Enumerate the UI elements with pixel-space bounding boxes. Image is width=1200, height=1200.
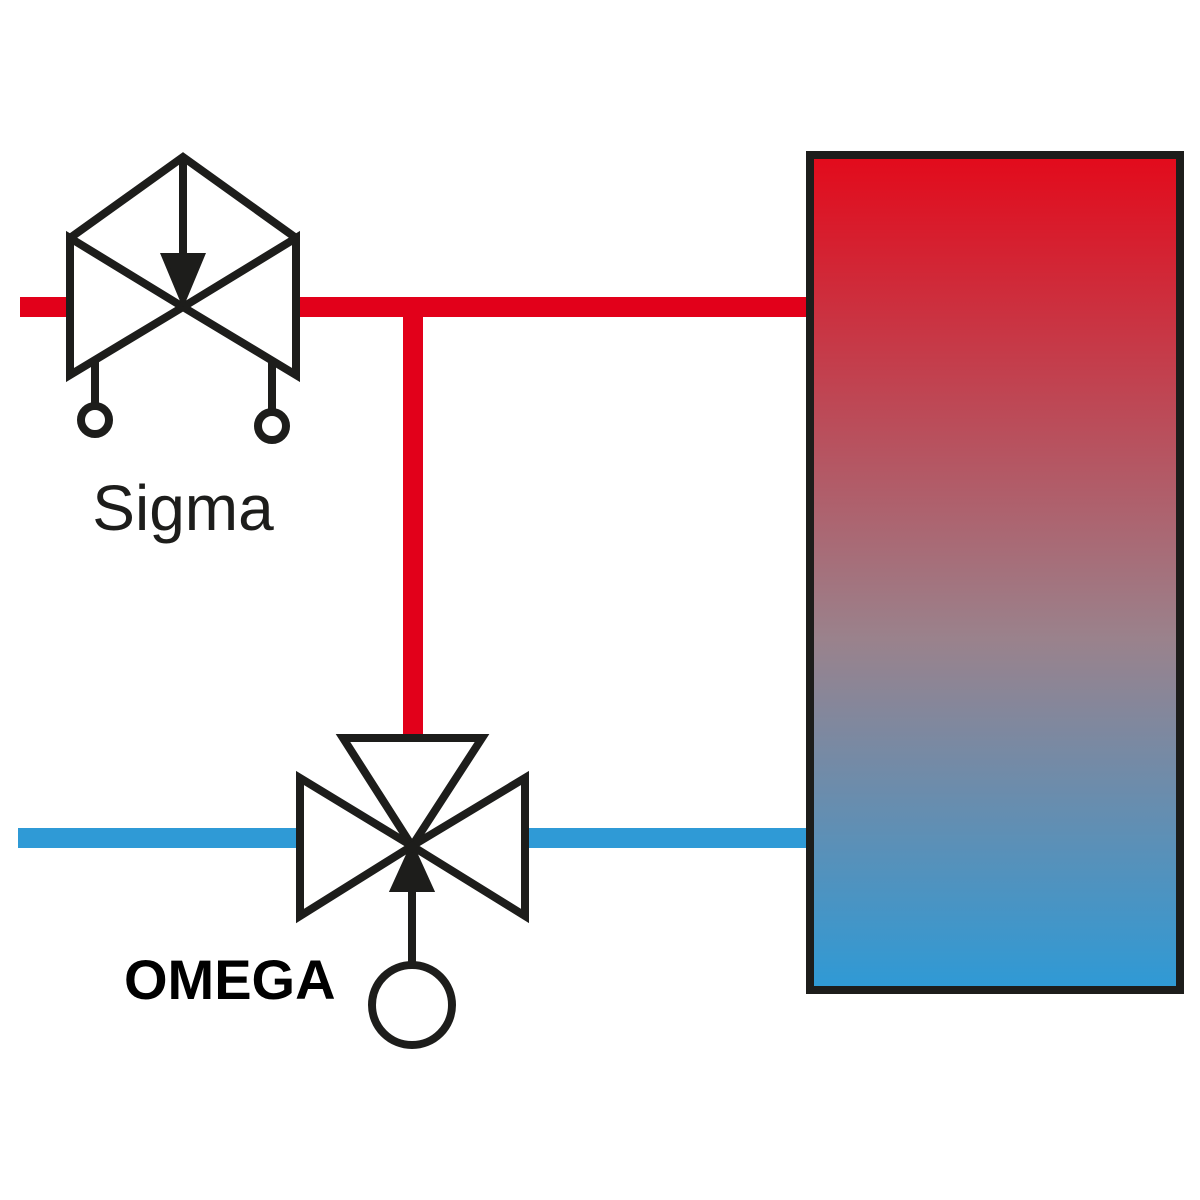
storage-tank	[806, 151, 1184, 994]
omega-valve-top-port	[335, 734, 490, 854]
omega-valve-icon	[296, 734, 529, 1049]
sigma-valve-icon	[66, 152, 300, 444]
sigma-valve-arrowhead	[160, 253, 206, 309]
hot-water-pipe	[20, 297, 808, 738]
omega-valve-actuator	[368, 961, 456, 1049]
omega-label: OMEGA	[124, 948, 336, 1011]
omega-valve-right-port	[404, 770, 529, 924]
sigma-label: Sigma	[92, 472, 274, 544]
sigma-valve-terminal-left	[77, 402, 113, 438]
sigma-valve-terminal-right	[254, 408, 290, 444]
omega-valve-arrowhead	[388, 841, 436, 892]
omega-valve-left-port	[296, 770, 420, 924]
